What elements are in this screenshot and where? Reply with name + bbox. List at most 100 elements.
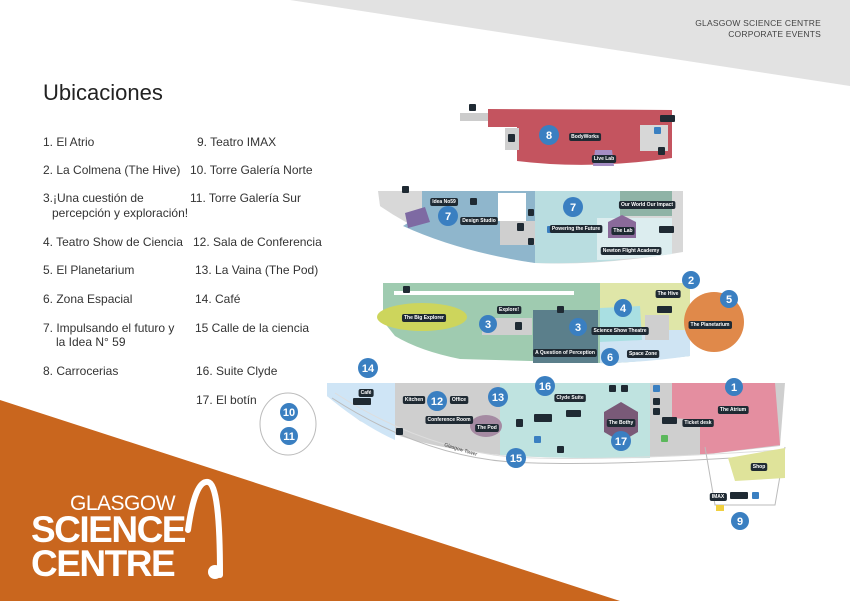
list-item: 15 Calle de la ciencia bbox=[195, 321, 310, 335]
svg-text:Kitchen: Kitchen bbox=[405, 397, 423, 403]
svg-text:The Atrium: The Atrium bbox=[720, 407, 747, 413]
toilet-icon bbox=[660, 115, 675, 122]
header-grey-band bbox=[290, 0, 850, 86]
list-item: 6. Zona Espacial bbox=[43, 292, 133, 306]
accessible-icon bbox=[654, 127, 661, 134]
svg-text:5: 5 bbox=[726, 294, 732, 306]
toilet-icon bbox=[653, 398, 660, 405]
label-bothy: The Bothy bbox=[606, 419, 636, 427]
svg-text:13: 13 bbox=[492, 392, 504, 404]
list-item: 3.¡Una cuestión de bbox=[43, 191, 144, 205]
svg-text:Clyde Suite: Clyde Suite bbox=[556, 395, 583, 401]
svg-text:11: 11 bbox=[283, 431, 295, 443]
logo-dot bbox=[208, 565, 222, 579]
label-our-world: Our World Our Impact bbox=[618, 201, 676, 209]
svg-text:17: 17 bbox=[615, 436, 627, 448]
svg-text:Design Studio: Design Studio bbox=[462, 218, 496, 224]
marker-12[interactable]: 12 bbox=[427, 391, 447, 411]
marker-13[interactable]: 13 bbox=[488, 387, 508, 407]
list-item: 14. Café bbox=[195, 292, 241, 306]
svg-text:Science Show Theatre: Science Show Theatre bbox=[593, 328, 646, 334]
marker-2[interactable]: 2 bbox=[682, 271, 700, 289]
lift-icon bbox=[403, 286, 410, 293]
toilet-icon bbox=[517, 223, 524, 231]
logo-line-3: CENTRE bbox=[31, 543, 176, 584]
marker-14[interactable]: 14 bbox=[358, 358, 378, 378]
toilet-icon bbox=[662, 417, 677, 424]
svg-text:Shop: Shop bbox=[753, 464, 766, 470]
toilet-icon bbox=[658, 147, 665, 155]
list-item: 13. La Vaina (The Pod) bbox=[195, 263, 319, 277]
list-item: 4. Teatro Show de Ciencia bbox=[43, 235, 183, 249]
toilet-icon bbox=[508, 134, 515, 142]
svg-text:Newton Flight Academy: Newton Flight Academy bbox=[603, 248, 660, 254]
label-planetarium: The Planetarium bbox=[688, 321, 732, 329]
location-markers: 1 2 3 3 4 5 6 7 7 8 9 10 11 12 13 14 15 … bbox=[280, 125, 749, 530]
page-title: Ubicaciones bbox=[43, 80, 163, 105]
label-space-zone: Space Zone bbox=[626, 350, 660, 358]
svg-text:Powering the Future: Powering the Future bbox=[552, 226, 601, 232]
marker-10[interactable]: 10 bbox=[280, 403, 298, 421]
toilet-icon bbox=[534, 414, 552, 422]
lift-icon bbox=[470, 198, 477, 205]
marker-1[interactable]: 1 bbox=[725, 378, 743, 396]
svg-text:16: 16 bbox=[539, 381, 551, 393]
label-big-explorer: The Big Explorer bbox=[401, 314, 447, 322]
svg-text:7: 7 bbox=[570, 202, 576, 214]
toilet-icon bbox=[515, 322, 522, 330]
marker-11[interactable]: 11 bbox=[280, 427, 298, 445]
marker-8[interactable]: 8 bbox=[539, 125, 559, 145]
list-item: 17. El botín bbox=[196, 393, 257, 407]
escalator-icon bbox=[557, 306, 564, 313]
lift-icon bbox=[469, 104, 476, 111]
escalator-icon bbox=[557, 446, 564, 453]
header-line-1: GLASGOW SCIENCE CENTRE bbox=[695, 18, 821, 28]
marker-16[interactable]: 16 bbox=[535, 376, 555, 396]
svg-text:3: 3 bbox=[575, 322, 581, 334]
floor-1 bbox=[327, 383, 786, 511]
marker-3a[interactable]: 3 bbox=[479, 315, 497, 333]
toilet-icon bbox=[659, 226, 674, 233]
marker-3b[interactable]: 3 bbox=[569, 318, 587, 336]
svg-text:8: 8 bbox=[546, 130, 552, 142]
room-labels: BodyWorks Live Lab Idea No59 Design Stud… bbox=[358, 133, 768, 501]
svg-text:6: 6 bbox=[607, 352, 613, 364]
label-shop: Shop bbox=[750, 463, 768, 471]
label-design-studio: Design Studio bbox=[460, 217, 498, 225]
svg-text:Conference Room: Conference Room bbox=[427, 417, 471, 423]
label-bodyworks: BodyWorks bbox=[569, 133, 602, 141]
lift-icon bbox=[402, 186, 409, 193]
list-item: 9. Teatro IMAX bbox=[197, 135, 277, 149]
toilet-icon bbox=[653, 408, 660, 415]
list-item: 2. La Colmena (The Hive) bbox=[43, 163, 181, 177]
logo-arch bbox=[185, 479, 223, 578]
label-ticket-desk: Ticket desk bbox=[682, 419, 714, 427]
list-item: 7. Impulsando el futuro y bbox=[43, 321, 175, 335]
marker-4[interactable]: 4 bbox=[614, 299, 632, 317]
label-atrium: The Atrium bbox=[717, 406, 749, 414]
facility-icons bbox=[353, 104, 759, 499]
svg-text:The Pod: The Pod bbox=[477, 425, 497, 431]
marker-6[interactable]: 6 bbox=[601, 348, 619, 366]
escalator-icon bbox=[396, 428, 403, 435]
label-conference: Conference Room bbox=[425, 416, 474, 424]
marker-15[interactable]: 15 bbox=[506, 448, 526, 468]
svg-text:Our World Our Impact: Our World Our Impact bbox=[621, 202, 673, 208]
marker-5[interactable]: 5 bbox=[720, 290, 738, 308]
marker-7a[interactable]: 7 bbox=[438, 206, 458, 226]
marker-17[interactable]: 17 bbox=[611, 431, 631, 451]
floor-4 bbox=[460, 109, 672, 166]
label-idea59: Idea No59 bbox=[430, 198, 459, 206]
toilet-icon bbox=[528, 238, 534, 245]
toilet-icon bbox=[516, 419, 523, 427]
svg-text:Office: Office bbox=[452, 397, 466, 403]
accessible-icon bbox=[653, 385, 660, 392]
logo-line-2: SCIENCE bbox=[31, 509, 186, 550]
svg-text:IMAX: IMAX bbox=[712, 494, 725, 500]
marker-7b[interactable]: 7 bbox=[563, 197, 583, 217]
marker-9[interactable]: 9 bbox=[731, 512, 749, 530]
orange-band bbox=[0, 400, 620, 601]
list-item: percepción y exploración! bbox=[52, 206, 189, 220]
svg-text:The Bothy: The Bothy bbox=[609, 420, 634, 426]
